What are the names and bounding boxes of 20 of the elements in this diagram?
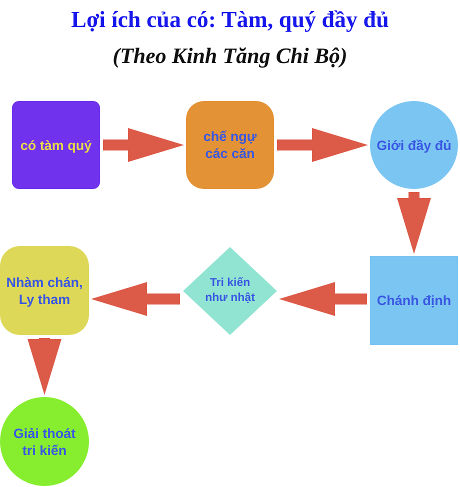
arrow bbox=[397, 192, 431, 254]
node-label: Nhàm chán, Ly tham bbox=[5, 274, 84, 308]
node-label: Giới đầy đủ bbox=[376, 136, 452, 154]
arrow bbox=[91, 282, 180, 316]
node-label: Giải thoát tri kiến bbox=[12, 424, 77, 458]
node-label: có tàm quý bbox=[20, 136, 92, 154]
process-box bbox=[370, 256, 458, 345]
process-box bbox=[12, 101, 100, 189]
arrow bbox=[103, 128, 184, 162]
node-label: Tri kiến như nhật bbox=[205, 276, 255, 306]
arrow bbox=[28, 338, 62, 395]
node-label: Chánh định bbox=[376, 292, 452, 309]
arrow bbox=[277, 128, 368, 162]
rounded-box bbox=[0, 246, 89, 335]
diagram-title: Lợi ích của có: Tàm, quý đầy đủ bbox=[71, 6, 389, 34]
subtitle-text: (Theo Kinh Tăng Chi Bộ) bbox=[112, 43, 348, 69]
node-label: chế ngự các căn bbox=[202, 128, 258, 162]
arrow bbox=[279, 282, 367, 316]
decision-diamond bbox=[183, 247, 277, 335]
rounded-box bbox=[186, 101, 274, 189]
